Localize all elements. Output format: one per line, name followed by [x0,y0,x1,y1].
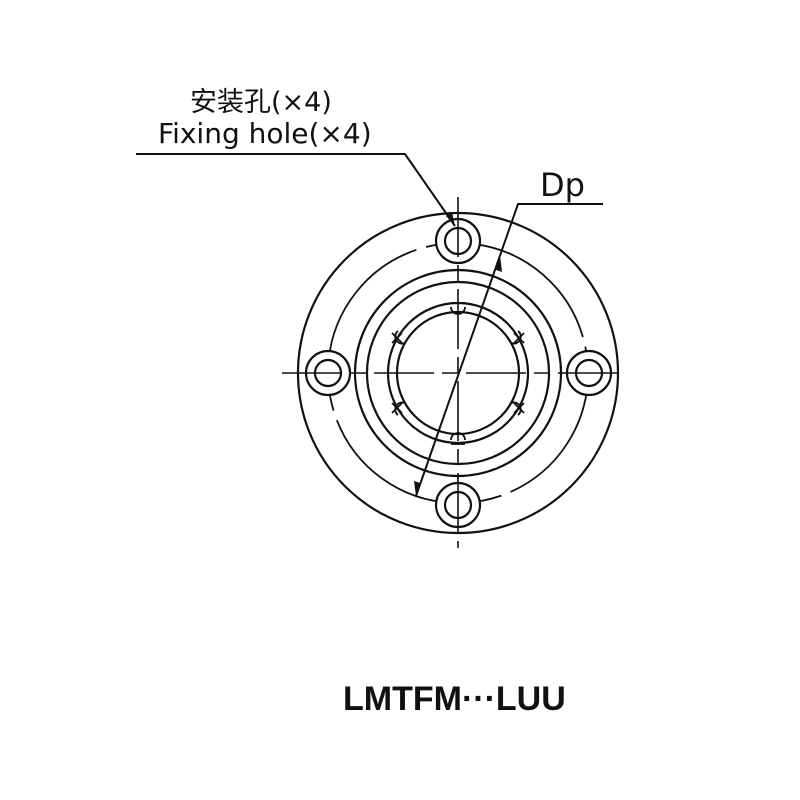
dp-arrow-bottom [414,481,420,496]
leader-arrowhead [446,212,455,226]
fixing-hole-leader [136,153,456,227]
pitch-diameter-label: Dp [540,166,585,204]
mounting-hole-label-cn: 安装孔(×4) [190,87,332,118]
dp-arrow-top [496,255,502,272]
dp-dimension-line [415,203,603,497]
mounting-hole-label-en: Fixing hole(×4) [158,117,372,150]
ball-track-marks [391,302,525,445]
model-label: LMTFM···LUU [343,680,566,718]
